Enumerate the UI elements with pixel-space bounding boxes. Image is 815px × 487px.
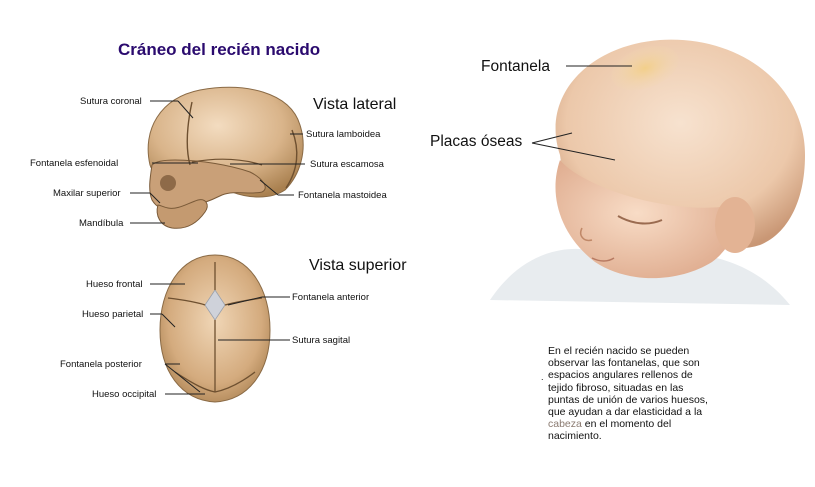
coronal-suture-line <box>186 101 193 166</box>
label-sutura-coronal: Sutura coronal <box>80 96 142 107</box>
lateral-mandible <box>156 199 208 229</box>
note-text-part1: En el recién nacido se pueden observar l… <box>548 345 708 419</box>
superior-skull-illustration <box>159 254 271 403</box>
superior-view-title: Vista superior <box>309 257 407 274</box>
fontanelle-highlight <box>611 45 679 91</box>
label-fontanela-anterior: Fontanela anterior <box>292 292 370 303</box>
label-maxilar-superior: Maxilar superior <box>53 188 121 199</box>
baby-mouth <box>591 257 615 262</box>
label-sutura-lamboidea: Sutura lamboidea <box>306 129 381 140</box>
lambdoid-suture-top <box>174 371 256 393</box>
label-mandibula: Mandíbula <box>79 218 124 229</box>
label-sutura-sagital: Sutura sagital <box>292 335 351 346</box>
label-hueso-parietal: Hueso parietal <box>82 309 144 320</box>
baby-face <box>555 160 737 279</box>
label-sutura-escamosa: Sutura escamosa <box>310 159 384 170</box>
lateral-view-title: Vista lateral <box>313 96 397 113</box>
baby-ear <box>715 197 755 253</box>
baby-eye <box>617 215 663 225</box>
baby-leader-lines <box>531 65 632 161</box>
label-hueso-occipital: Hueso occipital <box>92 389 157 400</box>
lateral-leader-lines <box>130 100 305 224</box>
page-title: Cráneo del recién nacido <box>118 40 321 59</box>
superior-leader-lines <box>150 283 290 395</box>
label-fontanela: Fontanela <box>481 58 550 75</box>
lateral-orbit <box>160 175 176 191</box>
squamous-suture-line <box>191 158 263 166</box>
label-placas-oseas: Placas óseas <box>430 133 523 150</box>
lateral-face <box>149 159 266 212</box>
baby-head-illustration <box>490 39 805 305</box>
label-fontanela-posterior: Fontanela posterior <box>60 359 142 370</box>
lambdoid-suture-line <box>285 129 298 189</box>
note-highlight-cabeza: cabeza <box>548 418 582 431</box>
label-hueso-frontal: Hueso frontal <box>86 279 143 290</box>
note-text-part2: en el momento del nacimiento. <box>548 418 672 443</box>
label-fontanela-esfenoidal: Fontanela esfenoidal <box>30 158 119 169</box>
explanatory-note: .En el recién nacido se pueden observar … <box>541 345 708 443</box>
label-fontanela-mastoidea: Fontanela mastoidea <box>298 190 387 201</box>
baby-nose <box>580 227 593 242</box>
lateral-skull-illustration <box>147 86 304 229</box>
